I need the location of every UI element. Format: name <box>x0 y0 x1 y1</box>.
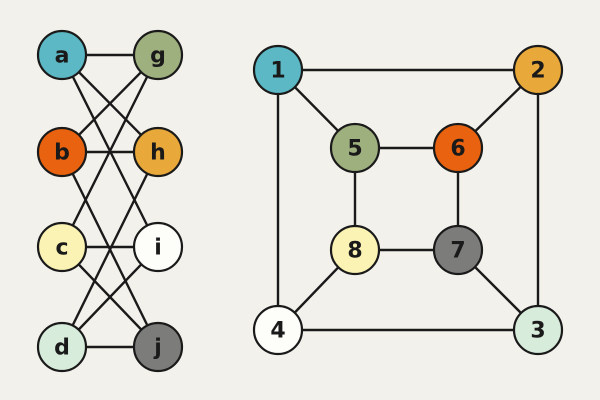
node-circle <box>132 29 184 81</box>
node-label: 6 <box>450 137 465 162</box>
node-circle <box>432 224 484 276</box>
node-2: 2 <box>512 44 564 96</box>
node-label: 2 <box>530 59 545 84</box>
node-circle <box>36 126 88 178</box>
node-label: 5 <box>347 137 362 162</box>
node-g: g <box>132 29 184 81</box>
node-label: a <box>55 44 70 69</box>
bipartite-graph: a b c d g h i j <box>36 29 184 373</box>
node-d: d <box>36 321 88 373</box>
node-label: j <box>153 336 162 361</box>
node-circle <box>132 126 184 178</box>
node-3: 3 <box>512 304 564 356</box>
node-label: c <box>55 236 68 261</box>
node-j: j <box>132 321 184 373</box>
edge-d-h <box>60 150 160 349</box>
node-i: i <box>132 221 184 273</box>
node-7: 7 <box>432 224 484 276</box>
node-circle <box>512 304 564 356</box>
node-label: 8 <box>347 239 362 264</box>
node-label: i <box>154 236 162 261</box>
node-c: c <box>36 221 88 273</box>
node-label: h <box>150 141 166 166</box>
node-circle <box>36 29 88 81</box>
node-circle <box>132 321 184 373</box>
node-circle <box>252 304 304 356</box>
node-label: 7 <box>450 239 465 264</box>
edge-c-g <box>60 53 160 249</box>
node-b: b <box>36 126 88 178</box>
node-circle <box>512 44 564 96</box>
node-circle <box>36 321 88 373</box>
node-label: 1 <box>270 59 285 84</box>
node-circle <box>252 44 304 96</box>
node-1: 1 <box>252 44 304 96</box>
edges <box>276 68 540 332</box>
node-h: h <box>132 126 184 178</box>
node-circle <box>36 221 88 273</box>
node-4: 4 <box>252 304 304 356</box>
node-circle <box>432 122 484 174</box>
node-label: 4 <box>270 319 285 344</box>
node-circle <box>132 221 184 273</box>
node-label: 3 <box>530 319 545 344</box>
node-5: 5 <box>329 122 381 174</box>
node-label: b <box>54 141 70 166</box>
node-6: 6 <box>432 122 484 174</box>
node-circle <box>329 224 381 276</box>
node-8: 8 <box>329 224 381 276</box>
cube-graph: 1 2 3 4 5 6 7 8 <box>252 44 564 356</box>
node-a: a <box>36 29 88 81</box>
node-label: d <box>54 336 70 361</box>
node-circle <box>329 122 381 174</box>
node-label: g <box>150 44 166 69</box>
edges <box>60 53 160 349</box>
nodes: 1 2 3 4 5 6 7 8 <box>252 44 564 356</box>
nodes: a b c d g h i j <box>36 29 184 373</box>
